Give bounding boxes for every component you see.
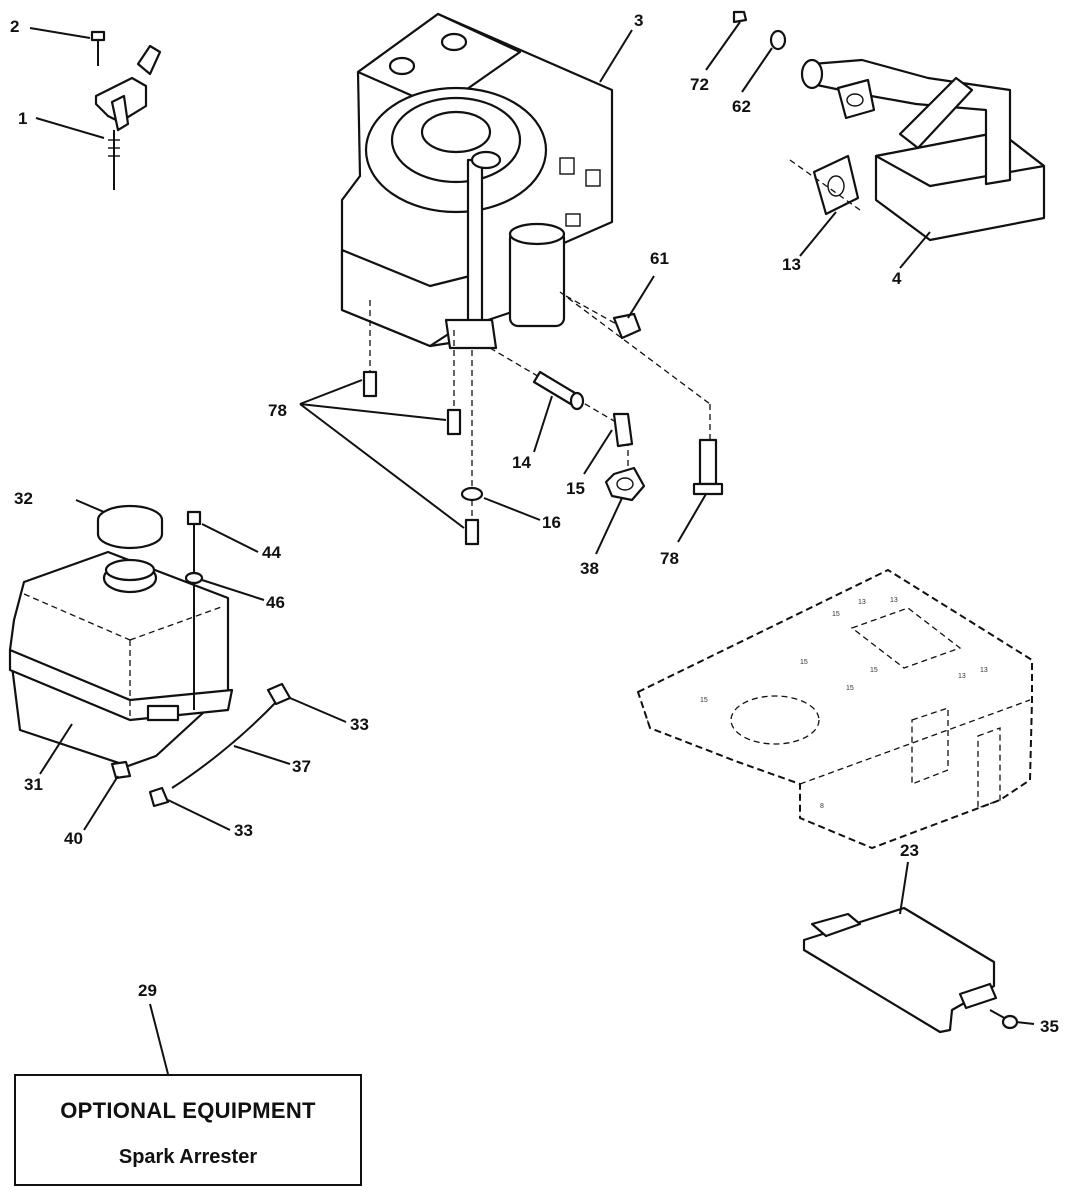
optional-equipment-title: OPTIONAL EQUIPMENT (60, 1098, 316, 1123)
optional-equipment-box: OPTIONAL EQUIPMENT Spark Arrester (14, 1074, 362, 1186)
callout-labels: 1 2 3 4 13 14 15 16 23 29 31 32 33 33 35… (10, 11, 1059, 1036)
callout-2: 2 (10, 17, 19, 36)
callout-78-right: 78 (660, 549, 679, 568)
callout-16: 16 (542, 513, 561, 532)
chassis-frame: 15 15 15 15 15 13 13 13 13 8 (636, 568, 1033, 850)
callout-32: 32 (14, 489, 33, 508)
svg-text:8: 8 (820, 803, 824, 810)
svg-text:15: 15 (870, 667, 878, 674)
callout-4: 4 (892, 269, 902, 288)
callout-leaders (29, 21, 1035, 1075)
callout-62: 62 (732, 97, 751, 116)
callout-78-left: 78 (268, 401, 287, 420)
callout-23: 23 (900, 841, 919, 860)
engine-mount-bolts (362, 370, 480, 546)
callout-35: 35 (1040, 1017, 1059, 1036)
svg-text:13: 13 (980, 667, 988, 674)
callout-40: 40 (64, 829, 83, 848)
svg-text:13: 13 (858, 599, 866, 606)
svg-text:15: 15 (846, 685, 854, 692)
fuel-pipe-parts (460, 312, 724, 502)
heat-shield (802, 906, 1019, 1034)
callout-1: 1 (18, 109, 27, 128)
callout-31: 31 (24, 775, 43, 794)
callout-29: 29 (138, 981, 157, 1000)
callout-38: 38 (580, 559, 599, 578)
svg-text:15: 15 (700, 697, 708, 704)
fuel-tank-assembly (8, 504, 234, 768)
muffler-assembly (732, 10, 1046, 242)
svg-text:15: 15 (800, 659, 808, 666)
callout-46: 46 (266, 593, 285, 612)
fuel-line-parts (110, 510, 292, 808)
callout-61: 61 (650, 249, 669, 268)
callout-72: 72 (690, 75, 709, 94)
spark-arrester-label: Spark Arrester (118, 1146, 258, 1168)
callout-13: 13 (782, 255, 801, 274)
svg-text:15: 15 (832, 611, 840, 618)
callout-44: 44 (262, 543, 281, 562)
callout-14: 14 (512, 453, 531, 472)
callout-33-lower: 33 (234, 821, 253, 840)
callout-15: 15 (566, 479, 585, 498)
callout-33-upper: 33 (350, 715, 369, 734)
callout-37: 37 (292, 757, 311, 776)
engine-assembly (340, 12, 614, 350)
svg-text:13: 13 (890, 597, 898, 604)
throttle-control-assembly (90, 30, 162, 190)
callout-3: 3 (634, 11, 643, 30)
svg-text:13: 13 (958, 673, 966, 680)
